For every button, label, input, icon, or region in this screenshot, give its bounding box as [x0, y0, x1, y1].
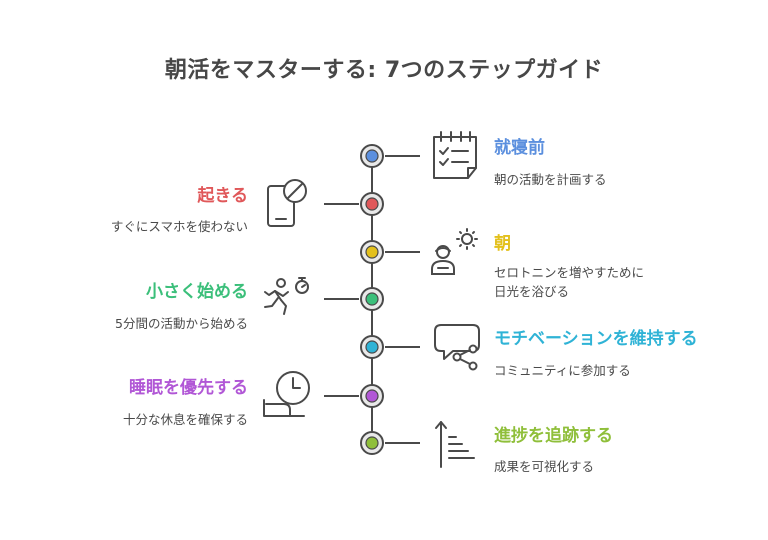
step-6-heading: 睡眠を優先する — [129, 378, 248, 398]
step-4-heading: 小さく始める — [146, 282, 248, 302]
community-chat-icon — [434, 324, 480, 371]
step-6-description: 十分な休息を確保する — [122, 412, 248, 427]
step-1-description: 朝の活動を計画する — [494, 172, 607, 187]
timeline-node-1 — [360, 144, 384, 168]
runner-timer-icon — [264, 277, 309, 315]
timeline-node-2 — [360, 192, 384, 216]
step-3-heading: 朝 — [494, 234, 511, 254]
step-7-heading: 進捗を追跡する — [494, 426, 613, 446]
bed-clock-icon — [263, 371, 310, 417]
step-4-description: 5分間の活動から始める — [115, 316, 248, 331]
timeline-node-7 — [360, 431, 384, 455]
timeline-node-6 — [360, 384, 384, 408]
timeline-node-5 — [360, 335, 384, 359]
step-2-description: すぐにスマホを使わない — [110, 219, 248, 234]
no-phone-icon — [267, 179, 307, 227]
step-2-heading: 起きる — [197, 186, 248, 206]
step-7-description: 成果を可視化する — [494, 459, 595, 474]
sun-person-icon — [431, 228, 478, 275]
step-5-heading: モチベーションを維持する — [494, 329, 698, 349]
step-1-heading: 就寝前 — [494, 138, 545, 158]
timeline-node-3 — [360, 240, 384, 264]
step-3-description: セロトニンを増やすために 日光を浴びる — [494, 265, 645, 299]
progress-bars-icon — [435, 421, 475, 468]
checklist-icon — [433, 131, 477, 179]
timeline-node-4 — [360, 287, 384, 311]
page-title: 朝活をマスターする: 7つのステップガイド — [164, 58, 604, 83]
step-5-description: コミュニティに参加する — [494, 363, 631, 378]
